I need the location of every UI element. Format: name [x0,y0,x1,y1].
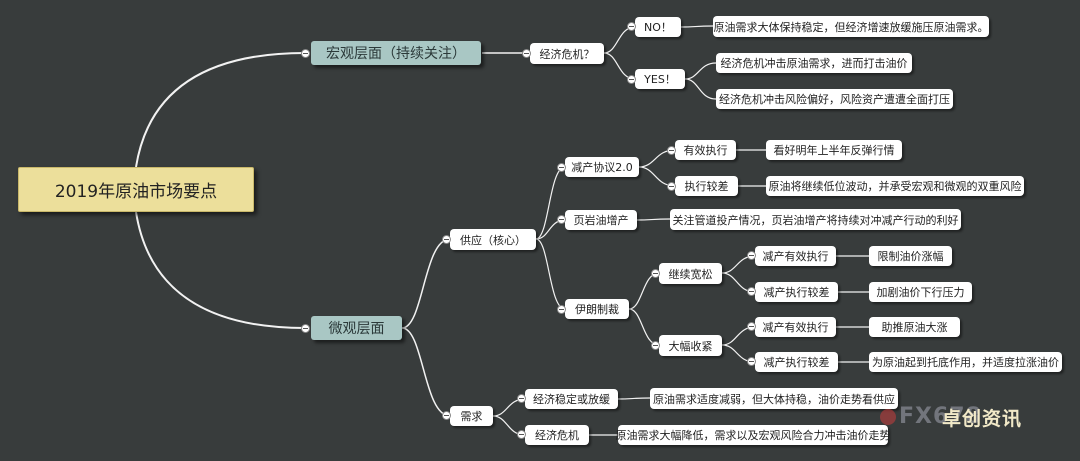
connector-line [684,62,717,80]
connector-line [401,327,451,417]
topic-demand-crisis[interactable]: 经济危机 [525,425,589,445]
note-shale: 关注管道投产情况，页岩油增产将持续对冲减产行动的利好 [670,209,961,230]
note-opec-effective: 看好明年上半年反弹行情 [766,140,902,160]
note-economy-stable: 原油需求适度减弱，但大体持稳，油价走势看供应 [650,388,898,409]
watermark-brand: 卓创资讯 [942,408,1023,430]
topic-economic-crisis[interactable]: 经济危机？ [530,43,604,64]
collapse-toggle-icon[interactable] [517,430,526,439]
connector-line [135,211,306,329]
collapse-toggle-icon[interactable] [557,215,566,224]
connector-line [535,238,566,310]
note-opec-poor: 原油将继续低位波动，并承受宏观和微观的双重风险 [766,176,1024,196]
collapse-toggle-icon[interactable] [557,163,566,172]
note-tight-poor: 为原油起到托底作用，并适度拉涨油价 [869,352,1062,372]
note-crisis-yes-2: 经济危机冲击风险偏好，风险资产遭遭全面打压 [716,89,953,109]
connector-line [628,272,660,310]
connector-line [680,25,714,28]
connector-line [636,218,671,221]
collapse-toggle-icon[interactable] [747,287,756,296]
collapse-toggle-icon[interactable] [522,49,531,58]
topic-macro[interactable]: 宏观层面（持续关注） [311,41,481,65]
topic-tight-effective[interactable]: 减产有效执行 [755,317,836,337]
connector-line [684,78,717,100]
collapse-toggle-icon[interactable] [627,75,636,84]
topic-economy-stable[interactable]: 经济稳定或放缓 [525,389,618,409]
topic-crisis-yes[interactable]: YES！ [635,69,685,89]
root-topic[interactable]: 2019年原油市场要点 [18,167,254,212]
collapse-toggle-icon[interactable] [442,411,451,420]
topic-demand[interactable]: 需求 [450,406,493,426]
connector-line [135,52,306,168]
watermark-fx-text: FX678 [899,404,982,429]
topic-opec-effective[interactable]: 有效执行 [675,140,736,160]
note-loose-poor: 加剧油价下行压力 [869,282,972,302]
collapse-toggle-icon[interactable] [627,22,636,31]
topic-loose-poor[interactable]: 减产执行较差 [755,282,838,302]
topic-micro[interactable]: 微观层面 [311,316,402,340]
connector-line [628,308,660,346]
topic-iran-sanctions[interactable]: 伊朗制裁 [565,299,629,319]
collapse-toggle-icon[interactable] [301,49,310,58]
topic-iran-tight[interactable]: 大幅收紧 [659,335,722,356]
collapse-toggle-icon[interactable] [747,322,756,331]
collapse-toggle-icon[interactable] [442,235,451,244]
topic-tight-poor[interactable]: 减产执行较差 [755,352,838,372]
collapse-toggle-icon[interactable] [517,394,526,403]
connector-line [401,238,451,329]
collapse-toggle-icon[interactable] [651,341,660,350]
connector-line [617,397,651,400]
collapse-toggle-icon[interactable] [301,324,310,333]
collapse-toggle-icon[interactable] [557,305,566,314]
topic-loose-effective[interactable]: 减产有效执行 [755,246,836,266]
collapse-toggle-icon[interactable] [667,146,676,155]
topic-shale[interactable]: 页岩油增产 [565,210,637,230]
collapse-toggle-icon[interactable] [667,182,676,191]
collapse-toggle-icon[interactable] [747,251,756,260]
note-loose-effective: 限制油价涨幅 [869,246,952,266]
collapse-toggle-icon[interactable] [651,269,660,278]
collapse-toggle-icon[interactable] [747,357,756,366]
note-crisis-yes-1: 经济危机冲击原油需求，进而打击油价 [716,53,912,73]
note-crisis-no: 原油需求大体保持稳定，但经济增速放缓施压原油需求。 [713,16,989,37]
note-demand-crisis: 原油需求大幅降低，需求以及宏观风险合力冲击油价走势 [616,425,891,445]
topic-opec-cut[interactable]: 减产协议2.0 [565,157,639,177]
watermark-fx678: FX678 [880,404,982,429]
topic-supply[interactable]: 供应（核心） [450,229,536,250]
topic-opec-poor[interactable]: 执行较差 [675,176,738,196]
fx678-logo-icon [880,409,896,425]
note-tight-effective: 助推原油大涨 [869,317,960,337]
topic-iran-loose[interactable]: 继续宽松 [659,263,722,284]
topic-crisis-no[interactable]: NO！ [635,17,681,37]
